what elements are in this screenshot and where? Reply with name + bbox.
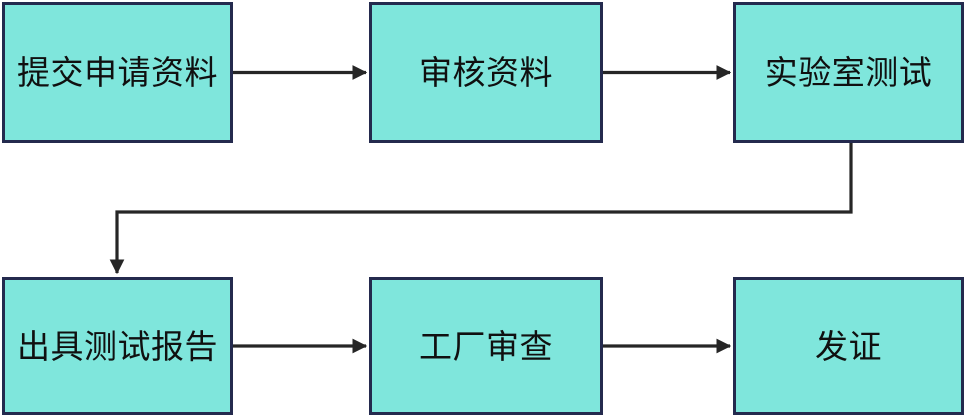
node-label: 工厂审查 [419, 326, 553, 366]
node-label: 实验室测试 [764, 53, 933, 92]
node-review-materials[interactable]: 审核资料 [369, 2, 603, 143]
node-label: 审核资料 [419, 53, 553, 92]
node-label: 提交申请资料 [17, 53, 218, 92]
node-label: 出具测试报告 [17, 326, 218, 366]
node-factory-inspection[interactable]: 工厂审查 [369, 277, 603, 415]
node-laboratory-test[interactable]: 实验室测试 [733, 2, 964, 143]
node-label: 发证 [815, 326, 882, 366]
node-issue-test-report[interactable]: 出具测试报告 [2, 277, 233, 415]
node-submit-application[interactable]: 提交申请资料 [2, 2, 233, 143]
edge-lab-to-report [109, 143, 853, 275]
node-issue-certificate[interactable]: 发证 [733, 277, 964, 415]
